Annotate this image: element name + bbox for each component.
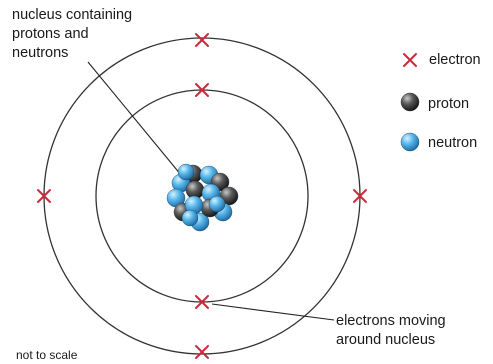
electron-outer-right bbox=[353, 189, 367, 203]
legend-electron-icon bbox=[403, 53, 417, 67]
nucleus-label-line: protons and bbox=[12, 26, 89, 42]
electron-outer-top bbox=[195, 33, 209, 47]
nucleus-label-line: neutrons bbox=[12, 45, 69, 61]
legend-proton-icon bbox=[400, 92, 420, 112]
nucleus bbox=[166, 163, 239, 232]
legend-electron-label: electron bbox=[429, 52, 481, 68]
outer-electron-shell bbox=[43, 37, 361, 355]
electron-marks bbox=[37, 33, 367, 359]
electron-outer-bottom bbox=[195, 345, 209, 359]
legend-neutron-label: neutron bbox=[428, 135, 478, 151]
nucleus-label: nucleus containing protons and neutrons bbox=[12, 6, 212, 63]
nucleus-label-line: nucleus containing bbox=[12, 7, 133, 23]
inner-electron-shell bbox=[95, 89, 309, 303]
scale-note: not to scale bbox=[16, 348, 78, 362]
nucleus-pointer-line bbox=[87, 61, 187, 182]
neutron bbox=[208, 195, 226, 213]
proton bbox=[219, 186, 239, 206]
legend-proton-label: proton bbox=[428, 96, 470, 112]
electron-inner-bottom bbox=[195, 295, 209, 309]
electrons-label: electrons moving around nucleus bbox=[336, 312, 493, 350]
electron-inner-top bbox=[195, 83, 209, 97]
electrons-label-line: around nucleus bbox=[336, 332, 436, 348]
neutron bbox=[177, 163, 195, 181]
electron-pointer-line bbox=[211, 303, 335, 321]
electron-outer-left bbox=[37, 189, 51, 203]
legend-neutron-icon bbox=[400, 132, 420, 152]
electrons-label-line: electrons moving bbox=[336, 313, 446, 329]
neutron bbox=[181, 209, 199, 227]
